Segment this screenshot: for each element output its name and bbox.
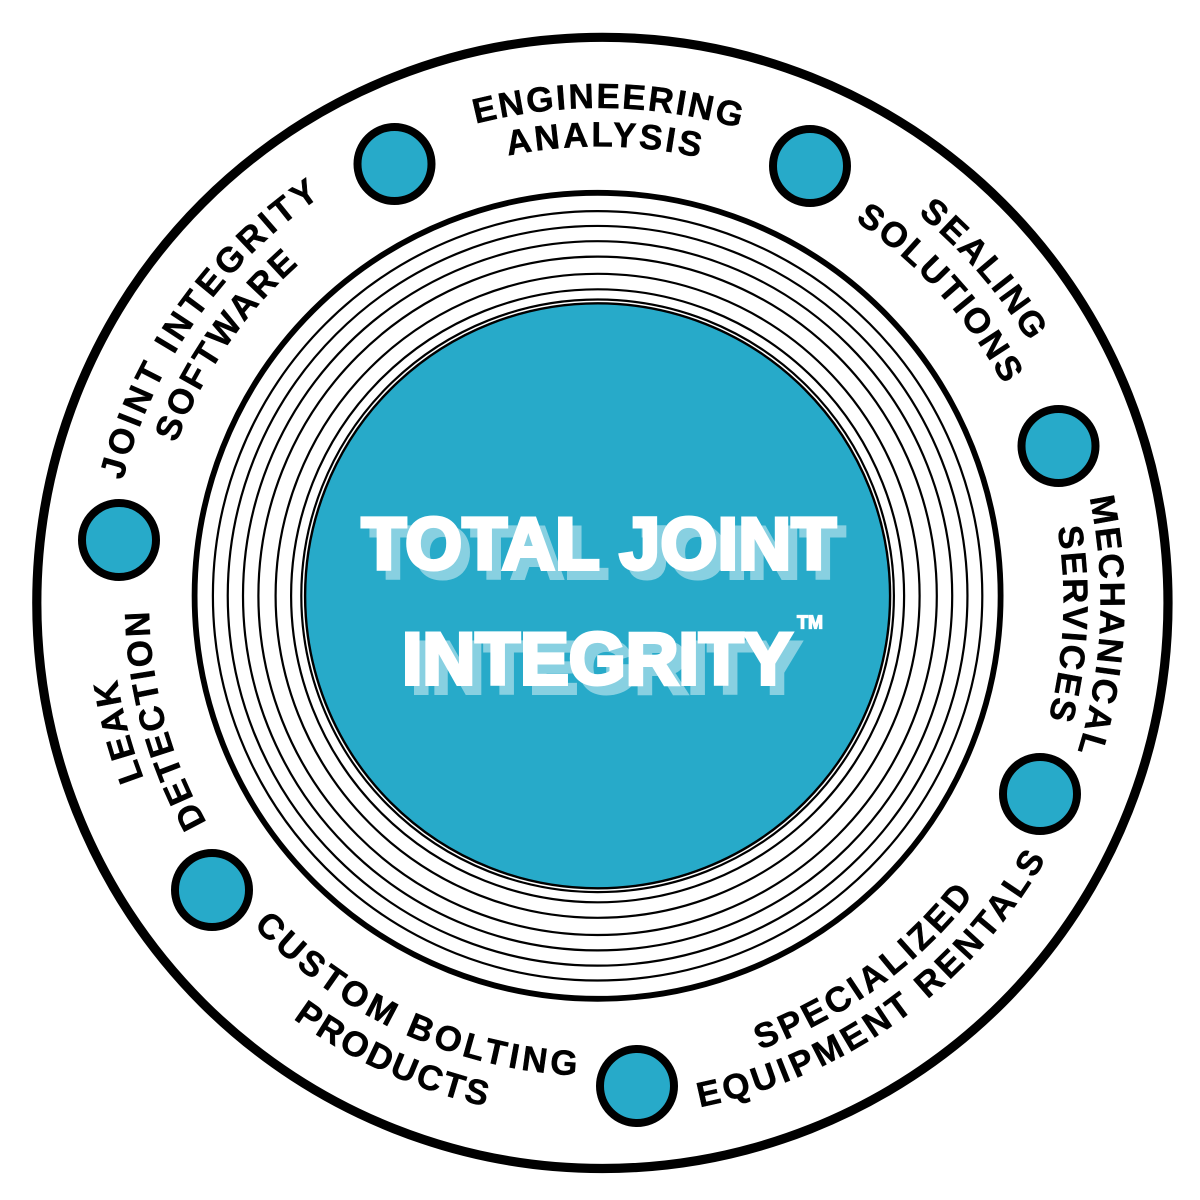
svg-text:ANALYSIS: ANALYSIS — [503, 115, 708, 165]
svg-text:TM: TM — [797, 613, 823, 633]
svg-text:INTEGRITY: INTEGRITY — [411, 628, 801, 709]
svg-text:TOTAL JOINT: TOTAL JOINT — [362, 504, 837, 585]
svg-text:INTEGRITY: INTEGRITY — [402, 619, 792, 700]
svg-text:TOTAL JOINT: TOTAL JOINT — [371, 513, 846, 594]
